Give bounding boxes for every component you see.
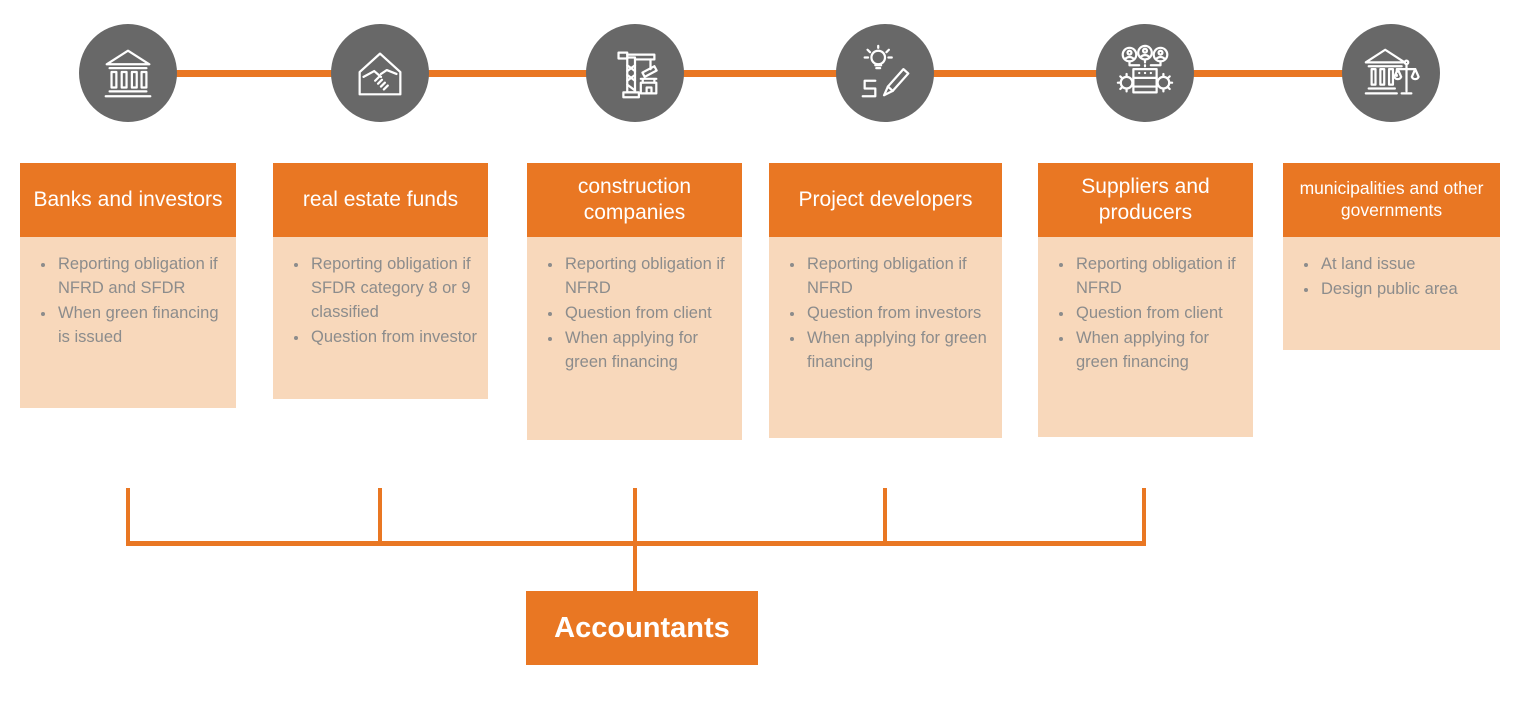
accountants-box: Accountants xyxy=(526,591,758,665)
bullet-item: Reporting obligation if SFDR category 8 … xyxy=(309,253,478,325)
bullet-item: Question from investors xyxy=(805,302,992,326)
house-handshake-icon xyxy=(331,24,429,122)
bullet-list: Reporting obligation if NFRD Question fr… xyxy=(1038,237,1253,390)
column-title: construction companies xyxy=(527,163,742,237)
production-machine-icon xyxy=(1096,24,1194,122)
government-scales-icon xyxy=(1342,24,1440,122)
column-construction-companies: construction companies Reporting obligat… xyxy=(527,163,742,440)
construction-crane-icon xyxy=(586,24,684,122)
column-bullet-box: Reporting obligation if NFRD and SFDR Wh… xyxy=(20,237,236,408)
column-bullet-box: Reporting obligation if NFRD Question fr… xyxy=(527,237,742,440)
bullet-list: At land issue Design public area xyxy=(1283,237,1500,317)
column-bullet-box: At land issue Design public area xyxy=(1283,237,1500,350)
column-bullet-box: Reporting obligation if SFDR category 8 … xyxy=(273,237,488,399)
bullet-item: When applying for green financing xyxy=(805,327,992,375)
bullet-list: Reporting obligation if NFRD Question fr… xyxy=(527,237,742,390)
bullet-item: Design public area xyxy=(1319,278,1490,302)
column-title: Suppliers and producers xyxy=(1038,163,1253,237)
bracket-stub-col4 xyxy=(883,488,887,543)
bullet-item: Reporting obligation if NFRD xyxy=(805,253,992,301)
bullet-list: Reporting obligation if NFRD Question fr… xyxy=(769,237,1002,390)
timeline-connector-line xyxy=(128,70,1391,77)
column-bullet-box: Reporting obligation if NFRD Question fr… xyxy=(1038,237,1253,437)
bullet-item: When applying for green financing xyxy=(1074,327,1243,375)
column-banks-investors: Banks and investors Reporting obligation… xyxy=(20,163,236,408)
bullet-item: Question from investor xyxy=(309,326,478,350)
idea-pencil-icon xyxy=(836,24,934,122)
column-title: Project developers xyxy=(769,163,1002,237)
bullet-item: At land issue xyxy=(1319,253,1490,277)
column-municipalities-governments: municipalities and other governments At … xyxy=(1283,163,1500,350)
bullet-item: When applying for green financing xyxy=(563,327,732,375)
bracket-stub-col1 xyxy=(126,488,130,546)
column-project-developers: Project developers Reporting obligation … xyxy=(769,163,1002,438)
column-real-estate-funds: real estate funds Reporting obligation i… xyxy=(273,163,488,399)
column-title: Banks and investors xyxy=(20,163,236,237)
bullet-item: Reporting obligation if NFRD xyxy=(1074,253,1243,301)
bullet-item: Question from client xyxy=(1074,302,1243,326)
bullet-list: Reporting obligation if NFRD and SFDR Wh… xyxy=(20,237,236,365)
column-bullet-box: Reporting obligation if NFRD Question fr… xyxy=(769,237,1002,438)
column-title: municipalities and other governments xyxy=(1283,163,1500,237)
bullet-list: Reporting obligation if SFDR category 8 … xyxy=(273,237,488,365)
column-suppliers-producers: Suppliers and producers Reporting obliga… xyxy=(1038,163,1253,437)
bullet-item: Reporting obligation if NFRD xyxy=(563,253,732,301)
bank-icon xyxy=(79,24,177,122)
bracket-horizontal-line xyxy=(126,541,1146,546)
bracket-stub-col3 xyxy=(633,488,637,543)
bullet-item: Reporting obligation if NFRD and SFDR xyxy=(56,253,226,301)
bracket-drop-line xyxy=(633,546,637,592)
bullet-item: Question from client xyxy=(563,302,732,326)
bracket-stub-col5 xyxy=(1142,488,1146,546)
column-title: real estate funds xyxy=(273,163,488,237)
bullet-item: When green financing is issued xyxy=(56,302,226,350)
bracket-stub-col2 xyxy=(378,488,382,543)
